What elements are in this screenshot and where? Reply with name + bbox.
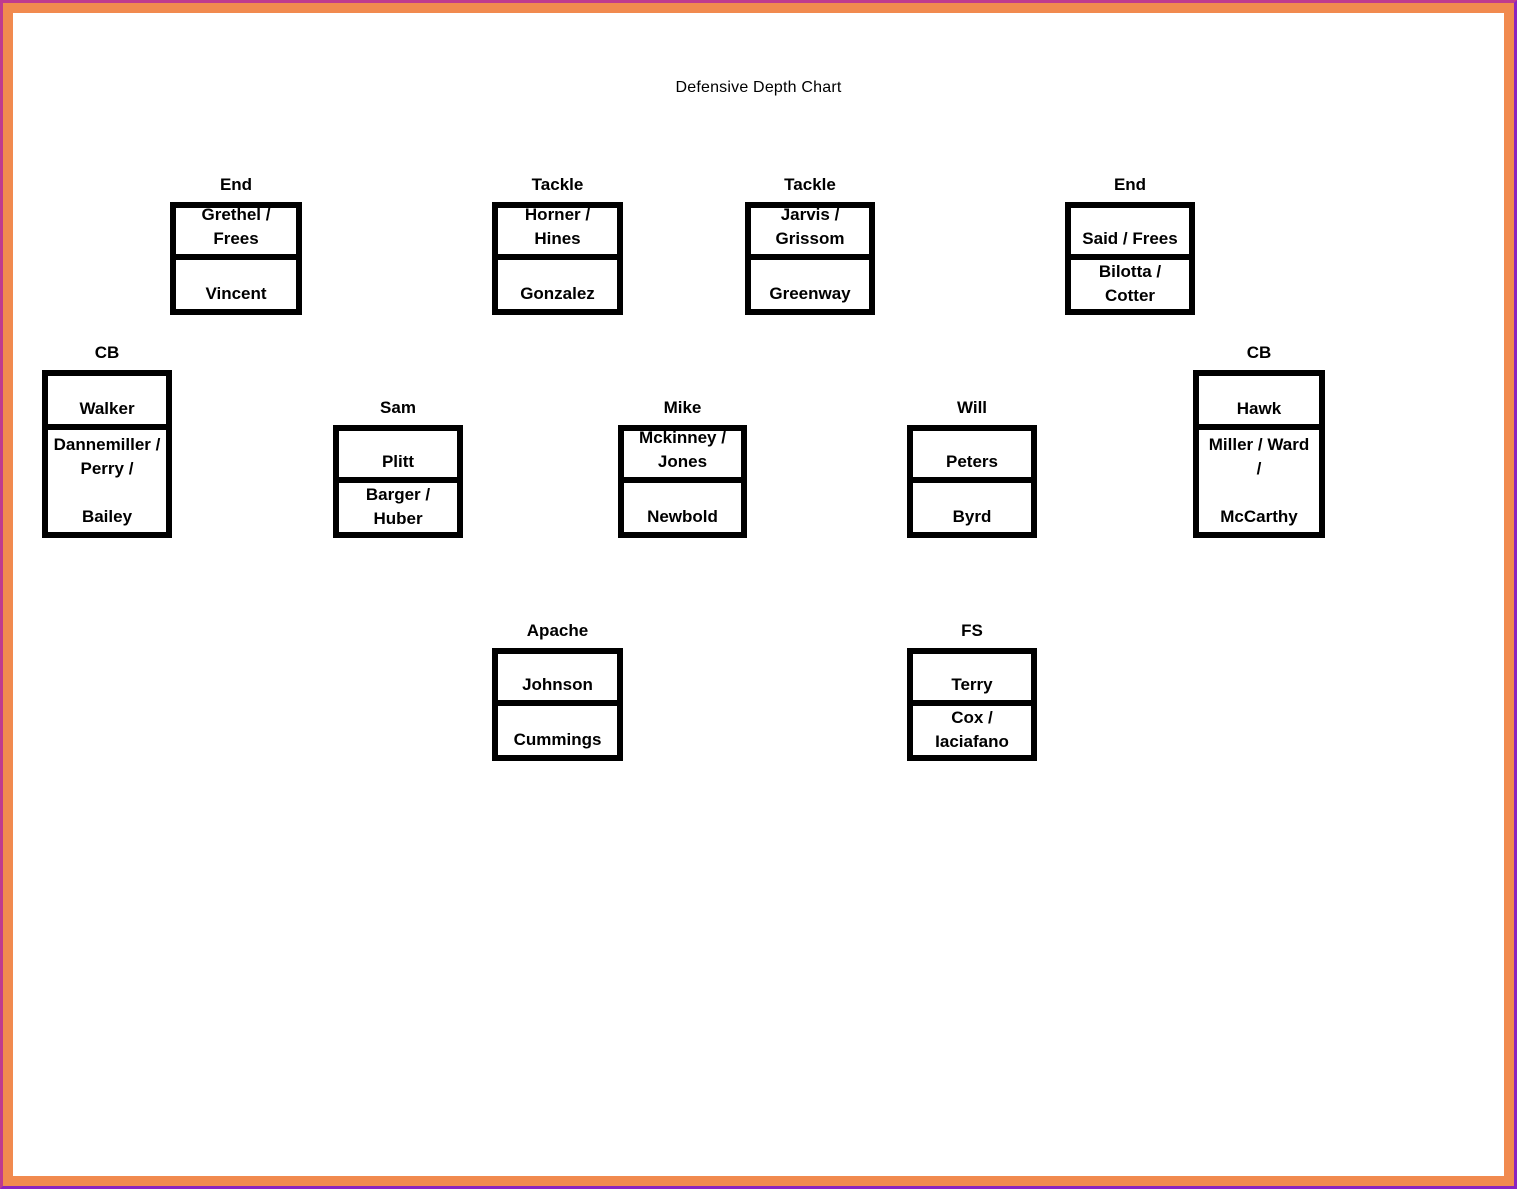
backup-cell: Newbold <box>647 507 718 526</box>
cell-divider <box>1071 254 1189 260</box>
position-group-end-left: End Grethel / Frees Vincent <box>170 174 302 315</box>
position-label: Apache <box>526 621 589 640</box>
depth-box: Horner / Hines Gonzalez <box>492 202 623 315</box>
backup-cell: Barger / Huber <box>365 485 431 528</box>
starter-cell: Plitt <box>381 452 415 471</box>
starter-cell: Grethel / Frees <box>201 205 271 248</box>
position-label: CB <box>94 343 120 362</box>
position-label: End <box>219 175 253 194</box>
depth-box: Plitt Barger / Huber <box>333 425 463 538</box>
backup-cell: Bilotta / Cotter <box>1098 262 1162 305</box>
backup-cell: Dannemiller / Perry / Bailey <box>53 435 161 526</box>
cell-divider <box>498 254 617 260</box>
backup-cell: Cox / Iaciafano <box>935 708 1009 751</box>
position-group-mike: Mike Mckinney / Jones Newbold <box>618 397 747 538</box>
backup-cell: Miller / Ward / McCarthy <box>1208 435 1310 526</box>
cell-divider <box>48 424 166 430</box>
position-group-fs: FS Terry Cox / Iaciafano <box>907 620 1037 761</box>
cell-divider <box>751 254 869 260</box>
depth-box: Grethel / Frees Vincent <box>170 202 302 315</box>
depth-box: Hawk Miller / Ward / McCarthy <box>1193 370 1325 538</box>
position-group-will: Will Peters Byrd <box>907 397 1037 538</box>
page-title: Defensive Depth Chart <box>675 79 842 96</box>
depth-box: Mckinney / Jones Newbold <box>618 425 747 538</box>
position-label: Tackle <box>531 175 584 194</box>
starter-cell: Mckinney / Jones <box>639 428 726 471</box>
position-group-end-right: End Said / Frees Bilotta / Cotter <box>1065 174 1195 315</box>
cell-divider <box>624 477 741 483</box>
cell-divider <box>1199 424 1319 430</box>
cell-divider <box>498 700 617 706</box>
position-label: Mike <box>663 398 702 417</box>
position-label: Tackle <box>784 175 836 194</box>
position-label: End <box>1113 175 1147 194</box>
position-label: Will <box>956 398 988 417</box>
backup-cell: Byrd <box>952 507 992 526</box>
position-label: Sam <box>380 398 416 417</box>
position-label: CB <box>1246 343 1272 362</box>
starter-cell: Hawk <box>1236 399 1282 418</box>
starter-cell: Said / Frees <box>1082 229 1178 248</box>
position-group-cb-right: CB Hawk Miller / Ward / McCarthy <box>1193 342 1325 538</box>
starter-cell: Walker <box>79 399 135 418</box>
depth-box: Said / Frees Bilotta / Cotter <box>1065 202 1195 315</box>
cell-divider <box>176 254 296 260</box>
position-group-tackle-right: Tackle Jarvis / Grissom Greenway <box>745 174 875 315</box>
position-group-tackle-left: Tackle Horner / Hines Gonzalez <box>492 174 623 315</box>
starter-cell: Johnson <box>522 675 593 694</box>
cell-divider <box>339 477 457 483</box>
position-label: FS <box>961 621 983 640</box>
starter-cell: Horner / Hines <box>524 205 591 248</box>
cell-divider <box>913 700 1031 706</box>
backup-cell: Greenway <box>769 284 851 303</box>
backup-cell: Vincent <box>205 284 267 303</box>
starter-cell: Terry <box>951 675 993 694</box>
starter-cell: Peters <box>946 452 998 471</box>
depth-box: Walker Dannemiller / Perry / Bailey <box>42 370 172 538</box>
starter-cell: Jarvis / Grissom <box>775 205 845 248</box>
depth-box: Terry Cox / Iaciafano <box>907 648 1037 761</box>
position-group-cb-left: CB Walker Dannemiller / Perry / Bailey <box>42 342 172 538</box>
backup-cell: Cummings <box>513 730 602 749</box>
depth-box: Peters Byrd <box>907 425 1037 538</box>
cell-divider <box>913 477 1031 483</box>
depth-box: Jarvis / Grissom Greenway <box>745 202 875 315</box>
position-group-sam: Sam Plitt Barger / Huber <box>333 397 463 538</box>
position-group-apache: Apache Johnson Cummings <box>492 620 623 761</box>
depth-box: Johnson Cummings <box>492 648 623 761</box>
backup-cell: Gonzalez <box>520 284 595 303</box>
